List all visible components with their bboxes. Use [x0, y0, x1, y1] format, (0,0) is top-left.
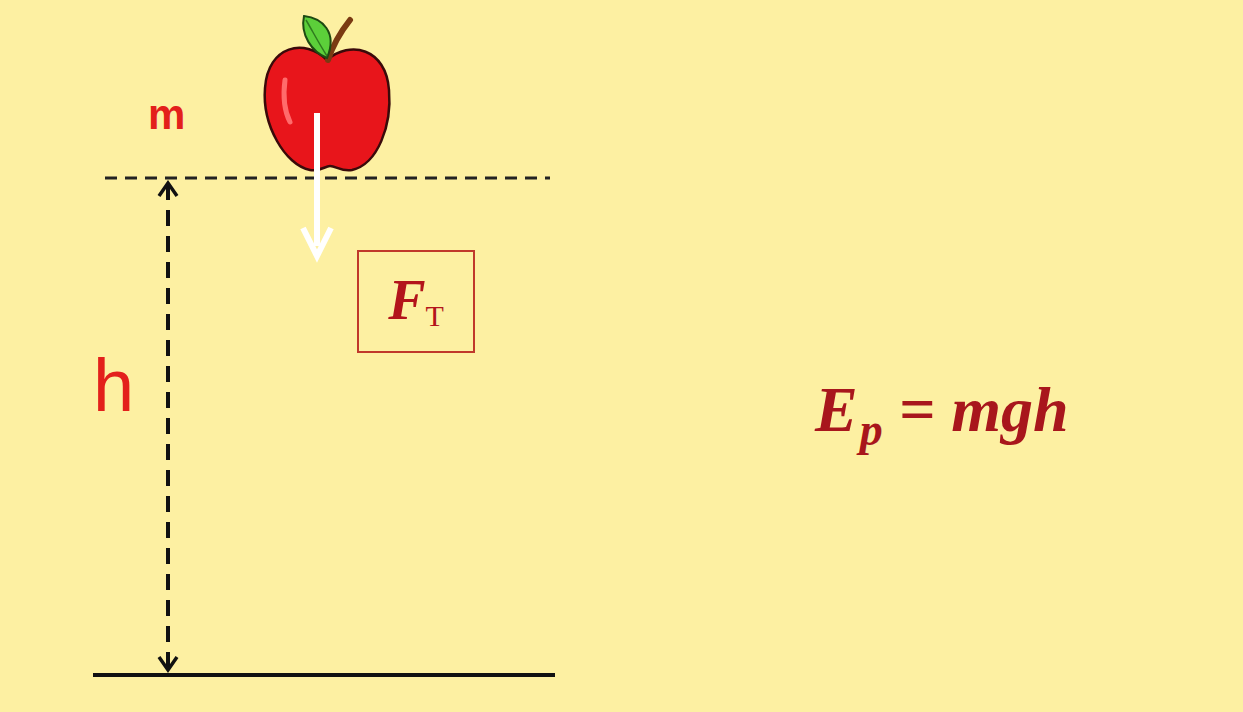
ground-line — [93, 673, 555, 677]
force-subscript: T — [426, 299, 444, 332]
energy-subscript: p — [860, 404, 883, 455]
force-symbol: F — [388, 269, 425, 331]
dimension-arrowhead — [159, 183, 177, 196]
energy-formula: Ep = mgh — [815, 372, 1069, 457]
force-arrow — [303, 113, 331, 256]
mass-label: m — [148, 92, 185, 138]
apple-illustration — [265, 16, 390, 170]
height-label: h — [93, 345, 134, 426]
force-box: FT — [357, 250, 475, 353]
energy-symbol: E — [815, 374, 858, 445]
dimension-arrowhead — [159, 657, 177, 670]
height-dimension — [166, 184, 170, 669]
reference-line — [105, 177, 550, 180]
force-text: FT — [388, 272, 444, 332]
formula-body: = mgh — [899, 374, 1069, 445]
